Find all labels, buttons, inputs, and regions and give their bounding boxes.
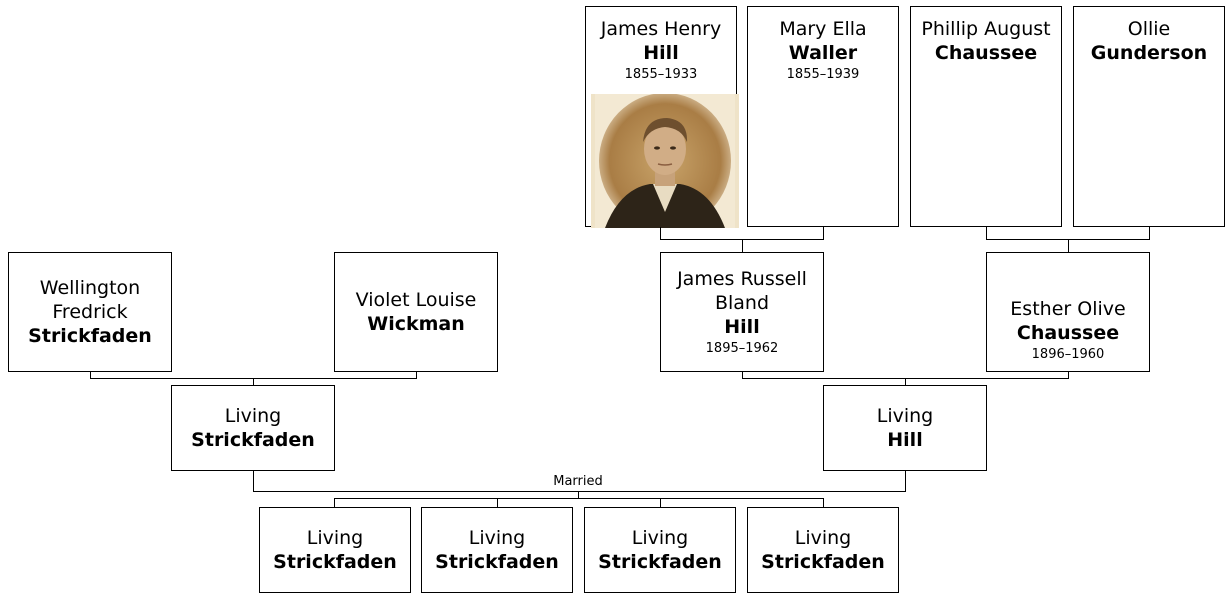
person-name: Living Strickfaden <box>748 526 898 574</box>
connector-line <box>334 498 335 507</box>
person-box-james-henry-hill[interactable]: James Henry Hill 1855–1933 <box>585 6 739 228</box>
connector-line <box>90 372 91 378</box>
connector-line <box>905 378 906 385</box>
given-name: Bland <box>714 292 770 314</box>
person-name: Ollie Gunderson <box>1074 17 1224 65</box>
given-name: Ollie <box>1127 18 1171 40</box>
person-name: Wellington Fredrick Strickfaden <box>9 276 171 348</box>
portrait-image <box>595 94 735 228</box>
person-box-living-strickfaden-parent[interactable]: Living Strickfaden <box>171 385 335 471</box>
connector-line <box>986 227 987 239</box>
given-name: Fredrick <box>52 301 128 323</box>
connector-line <box>1068 239 1069 252</box>
connector-line <box>823 227 824 239</box>
connector-line <box>253 471 254 491</box>
life-dates: 1855–1939 <box>786 67 860 82</box>
life-dates: 1896–1960 <box>1031 347 1105 362</box>
surname: Strickfaden <box>273 551 397 573</box>
person-name: James Henry Hill 1855–1933 <box>586 17 736 83</box>
connector-line <box>905 471 906 491</box>
person-box-james-russell-bland-hill[interactable]: James Russell Bland Hill 1895–1962 <box>660 252 824 372</box>
connector-line <box>578 491 579 498</box>
married-label: Married <box>553 474 603 489</box>
surname: Gunderson <box>1090 42 1208 64</box>
person-box-child-3[interactable]: Living Strickfaden <box>584 507 736 593</box>
person-box-violet-louise-wickman[interactable]: Violet Louise Wickman <box>334 252 498 372</box>
surname: Chaussee <box>1016 322 1120 344</box>
surname: Waller <box>788 42 858 64</box>
connector-line <box>253 378 254 385</box>
connector-line <box>416 372 417 378</box>
surname: Chaussee <box>934 42 1038 64</box>
surname: Strickfaden <box>761 551 885 573</box>
surname: Hill <box>643 42 679 64</box>
person-box-living-hill-parent[interactable]: Living Hill <box>823 385 987 471</box>
given-name: Living <box>306 527 364 549</box>
life-dates: 1855–1933 <box>624 67 698 82</box>
person-box-ollie-gunderson[interactable]: Ollie Gunderson <box>1073 6 1225 227</box>
surname: Wickman <box>367 313 465 335</box>
connector-line <box>742 239 743 252</box>
portrait-photo <box>591 94 739 228</box>
person-name: Living Strickfaden <box>422 526 572 574</box>
given-name: Esther Olive <box>1010 298 1126 320</box>
person-box-child-2[interactable]: Living Strickfaden <box>421 507 573 593</box>
surname: Hill <box>724 316 760 338</box>
surname: Strickfaden <box>28 325 152 347</box>
person-box-esther-olive-chaussee[interactable]: Esther Olive Chaussee 1896–1960 <box>986 252 1150 372</box>
connector-line <box>823 498 824 507</box>
connector-line <box>660 227 661 239</box>
given-name: Living <box>224 405 282 427</box>
person-name: Living Strickfaden <box>172 404 334 452</box>
given-name: James Henry <box>600 18 722 40</box>
given-name: Violet Louise <box>355 289 477 311</box>
connector-line <box>1068 372 1069 378</box>
given-name: Wellington <box>39 277 141 299</box>
person-name: Esther Olive Chaussee 1896–1960 <box>987 297 1149 363</box>
person-name: James Russell Bland Hill 1895–1962 <box>661 267 823 357</box>
given-name: Living <box>876 405 934 427</box>
person-name: Violet Louise Wickman <box>335 288 497 336</box>
person-name: Living Strickfaden <box>585 526 735 574</box>
person-name: Living Hill <box>824 404 986 452</box>
person-box-wellington-fredrick-strickfaden[interactable]: Wellington Fredrick Strickfaden <box>8 252 172 372</box>
given-name: Mary Ella <box>779 18 867 40</box>
connector-line <box>742 372 743 378</box>
marriage-line <box>253 491 906 492</box>
person-box-child-1[interactable]: Living Strickfaden <box>259 507 411 593</box>
given-name: Phillip August <box>921 18 1051 40</box>
person-name: Living Strickfaden <box>260 526 410 574</box>
connector-line <box>1149 227 1150 239</box>
connector-line <box>334 498 824 499</box>
connector-line <box>497 498 498 507</box>
person-name: Phillip August Chaussee <box>911 17 1061 65</box>
surname: Strickfaden <box>435 551 559 573</box>
person-box-mary-ella-waller[interactable]: Mary Ella Waller 1855–1939 <box>747 6 899 227</box>
surname: Strickfaden <box>191 429 315 451</box>
connector-line <box>660 498 661 507</box>
given-name: James Russell <box>677 268 807 290</box>
given-name: Living <box>631 527 689 549</box>
surname: Strickfaden <box>598 551 722 573</box>
person-box-child-4[interactable]: Living Strickfaden <box>747 507 899 593</box>
life-dates: 1895–1962 <box>705 341 779 356</box>
surname: Hill <box>887 429 923 451</box>
person-box-phillip-august-chaussee[interactable]: Phillip August Chaussee <box>910 6 1062 227</box>
person-name: Mary Ella Waller 1855–1939 <box>748 17 898 83</box>
given-name: Living <box>468 527 526 549</box>
given-name: Living <box>794 527 852 549</box>
